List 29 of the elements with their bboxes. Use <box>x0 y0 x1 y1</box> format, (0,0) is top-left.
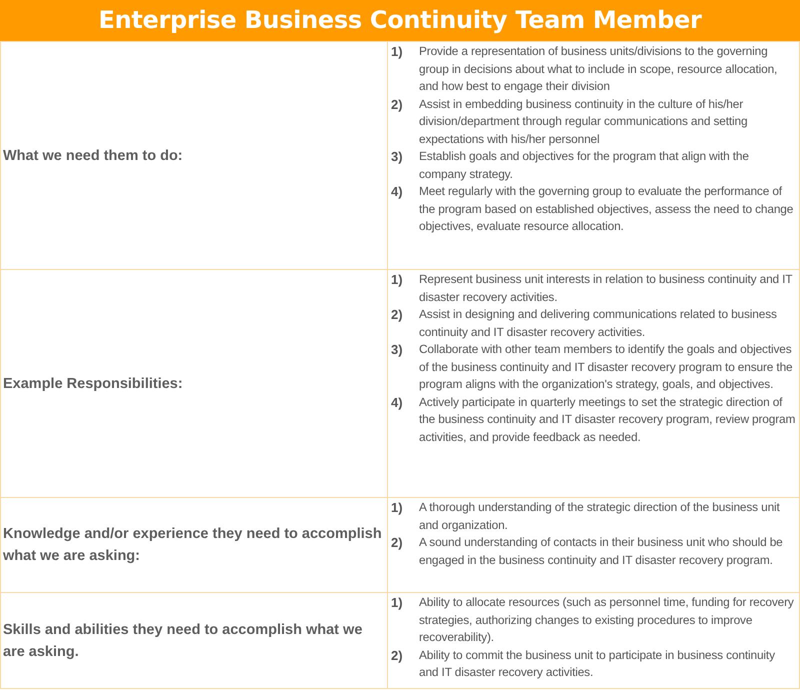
list-item-text: Provide a representation of business units/divisions to the governing group in decisions about what to include in scope, resource allocation, and how best to engage their division <box>419 43 778 95</box>
list-number: 2) <box>390 646 404 665</box>
list-number: 4) <box>390 394 404 412</box>
title-banner: Enterprise Business Continuity Team Member <box>0 0 800 41</box>
row-header: Example Responsibilities: <box>3 374 183 394</box>
list-number: 4) <box>390 183 404 201</box>
list-number: 3) <box>390 341 404 359</box>
list-item-text: Assist in embedding business continuity in the culture of his/her division/department through regular communications and setting expectations with his/her personnel <box>419 96 748 148</box>
list-number: 3) <box>390 148 404 166</box>
list-number: 1) <box>390 43 404 61</box>
list-number: 1) <box>390 499 404 517</box>
row-header: Knowledge and/or experience they need to accomplish what we are asking: <box>3 525 383 566</box>
list-item-text: Ability to commit the business unit to participate in business continuity and IT disaster recovery activities. <box>419 646 776 681</box>
list-number: 2) <box>390 306 404 324</box>
row-header: What we need them to do: <box>3 146 183 166</box>
list-item-text: Establish goals and objectives for the program that align with the company strategy. <box>419 148 750 182</box>
list-item-text: Actively participate in quarterly meetings to set the strategic direction of the business continuity and IT disaster recovery program, review program activities, and provide feedback as needed. <box>419 394 796 446</box>
list-number: 2) <box>390 534 404 552</box>
list-item-text: Meet regularly with the governing group to evaluate the performance of the program based on established objectives, assess the need to change objectives, evaluate resource allocation. <box>419 183 794 235</box>
list-item-text: Collaborate with other team members to identify the goals and objectives of the business continuity and IT disaster recovery program to ensure the program aligns with the organization's strategy, goals, and objectives. <box>419 341 794 393</box>
row-header: Skills and abilities they need to accomplish what we are asking. <box>3 620 364 662</box>
list-number: 1) <box>390 271 404 289</box>
list-item-text: A sound understanding of contacts in their business unit who should be engaged in the business continuity and IT disaster recovery program. <box>419 534 784 568</box>
list-item-text: Ability to allocate resources (such as personnel time, funding for recovery strategies, authorizing changes to existing procedures to improve recoverability). <box>419 594 795 646</box>
list-item-text: Represent business unit interests in relation to business continuity and IT disaster recovery activities. <box>419 271 794 306</box>
list-number: 1) <box>390 594 404 612</box>
list-number: 2) <box>390 96 404 114</box>
list-item-text: Assist in designing and delivering communications related to business continuity and IT disaster recovery activities. <box>419 306 778 340</box>
list-item-text: A thorough understanding of the strategic direction of the business unit and organization. <box>419 499 781 534</box>
